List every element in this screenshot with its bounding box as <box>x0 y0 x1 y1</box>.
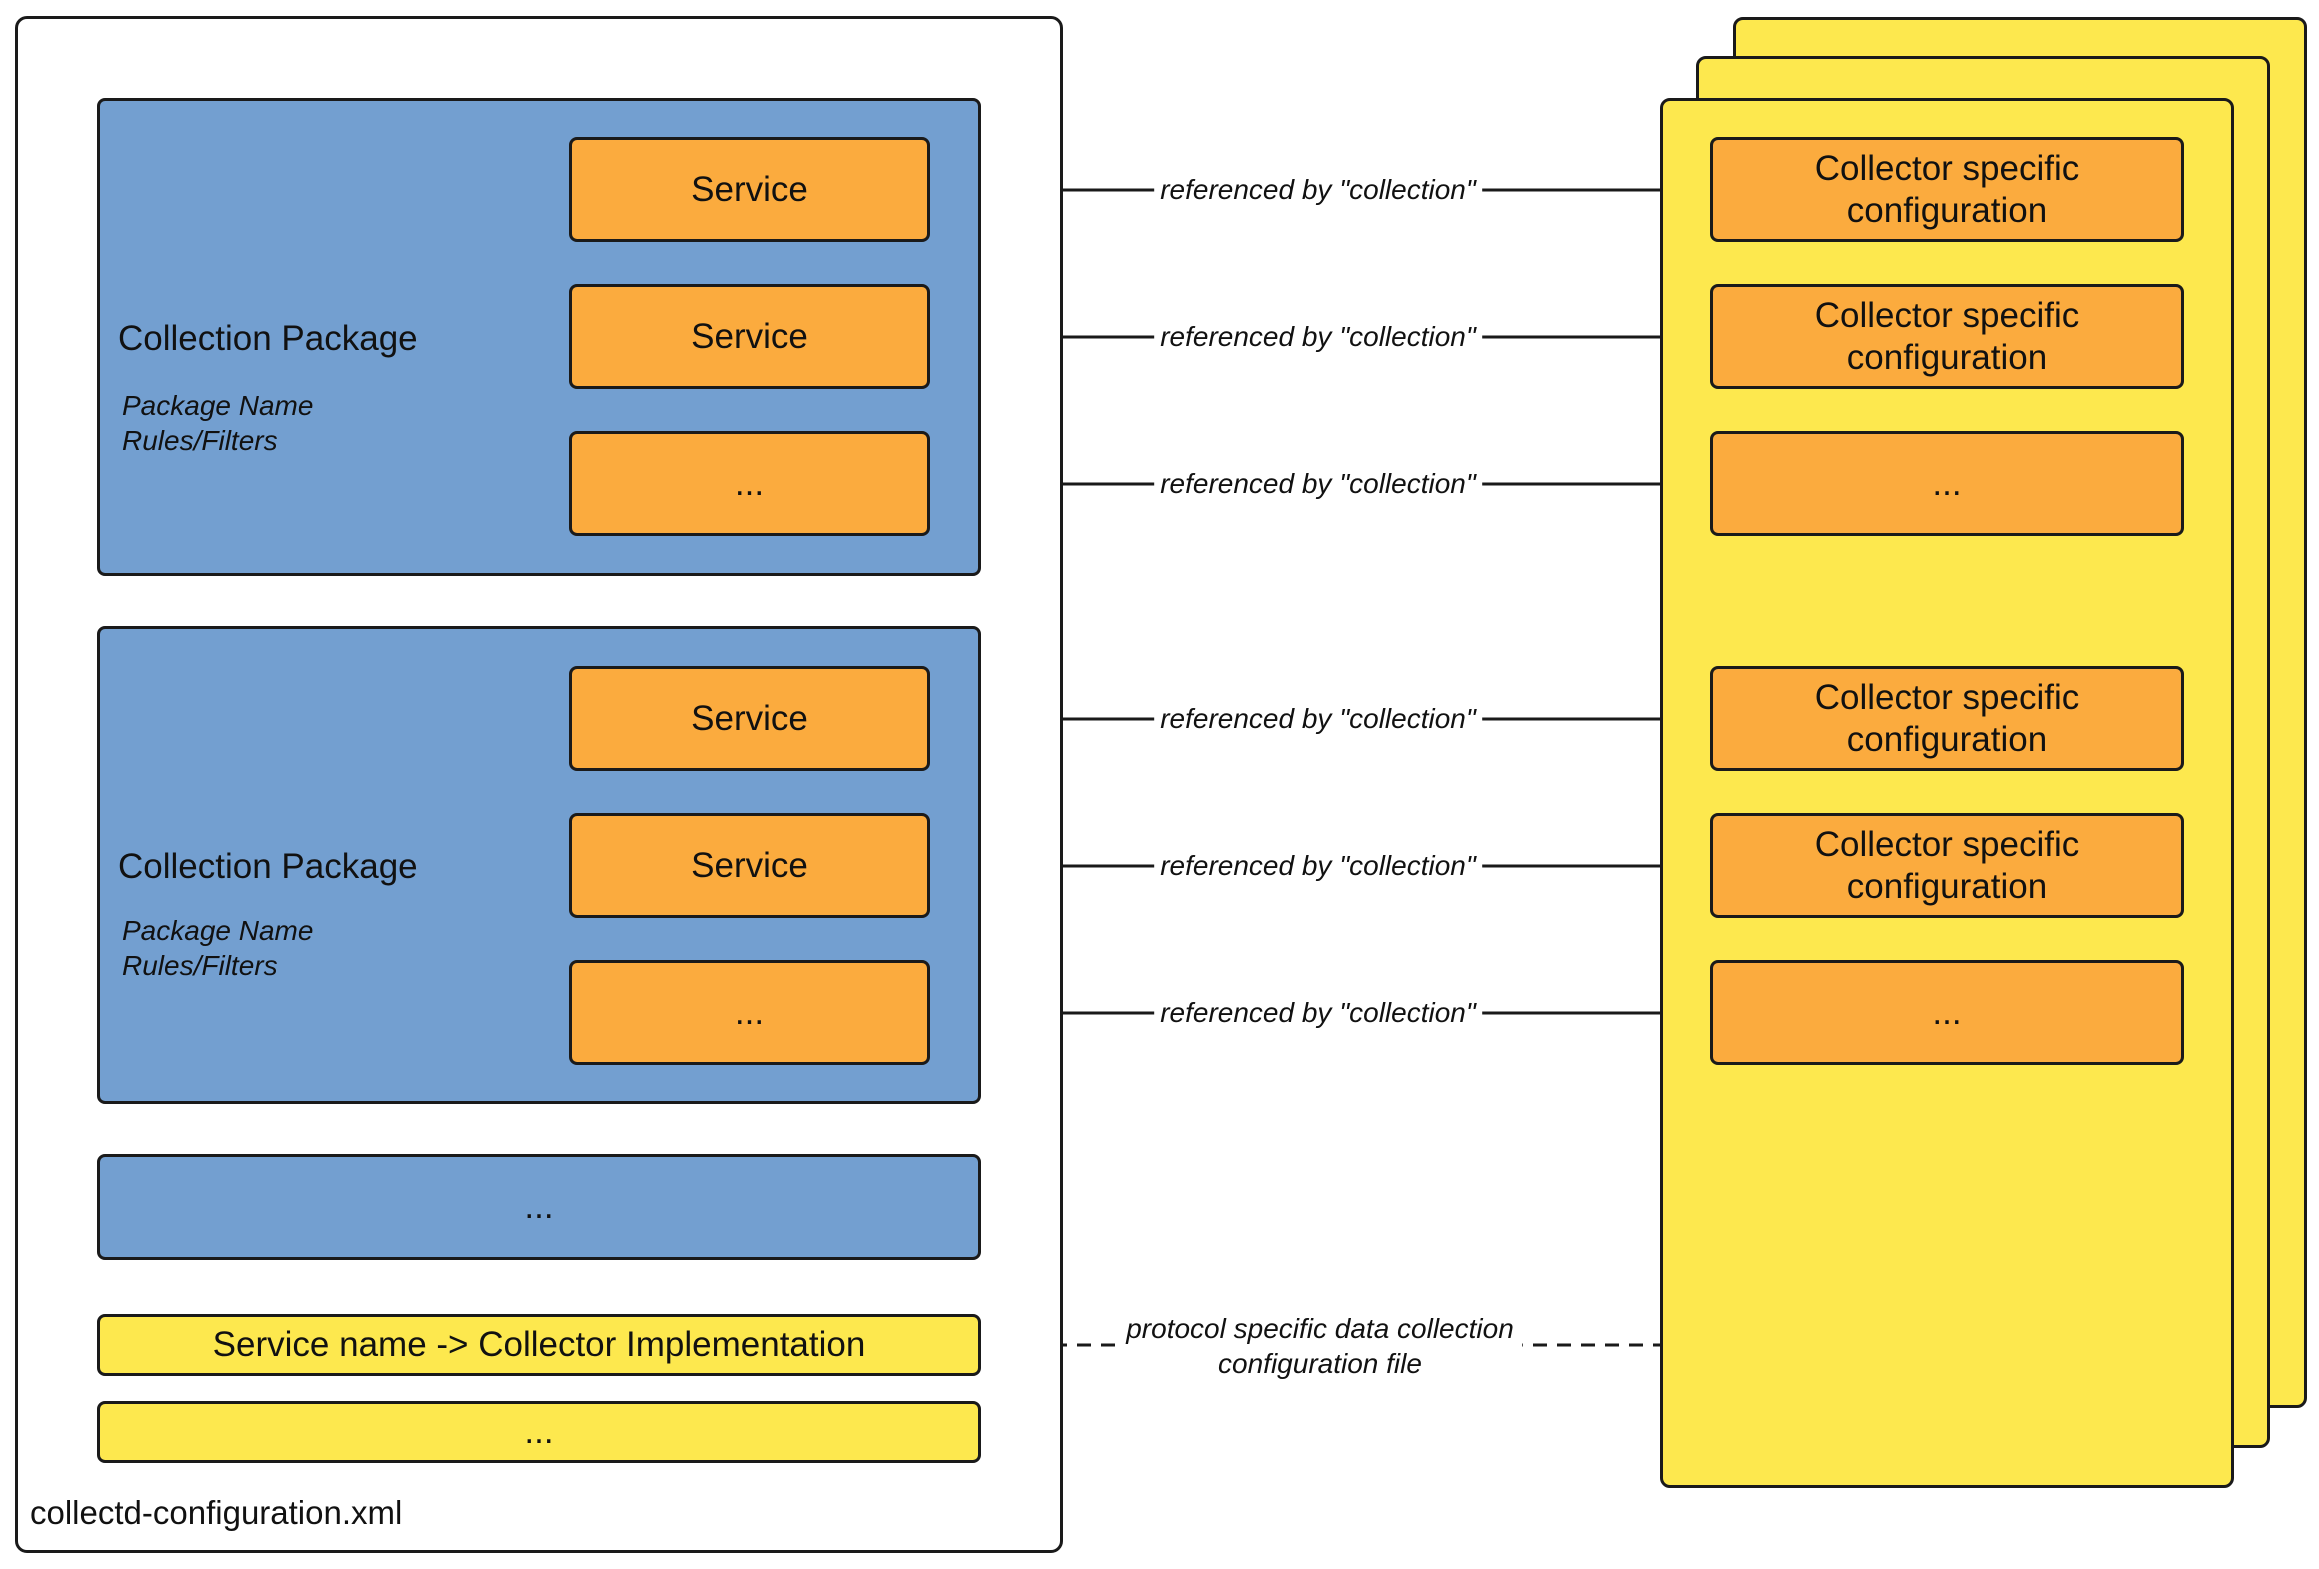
rules-filters-label: Rules/Filters <box>122 950 278 981</box>
dashed-label-line-1: protocol specific data collection <box>1126 1313 1514 1344</box>
package-title: Collection Package <box>118 847 418 886</box>
reference-label: referenced by "collection" <box>1154 468 1482 500</box>
rules-filters-label: Rules/Filters <box>122 425 278 456</box>
service-collector-mapping: Service name -> Collector Implementation <box>97 1314 981 1376</box>
service-box-more: ... <box>569 431 930 536</box>
reference-label: referenced by "collection" <box>1154 703 1482 735</box>
collector-config-box: Collector specific configuration <box>1710 666 2184 771</box>
package-name-label: Package Name <box>122 915 314 946</box>
collector-config-box-more: ... <box>1710 960 2184 1065</box>
service-box: Service <box>569 666 930 771</box>
more-packages-box: ... <box>97 1154 981 1260</box>
dashed-label-line-2: configuration file <box>1218 1348 1422 1379</box>
protocol-config-file-label: protocol specific data collection config… <box>1118 1311 1522 1381</box>
reference-label: referenced by "collection" <box>1154 850 1482 882</box>
file-name-label: collectd-configuration.xml <box>30 1494 403 1531</box>
collector-config-box: Collector specific configuration <box>1710 813 2184 918</box>
reference-label: referenced by "collection" <box>1154 997 1482 1029</box>
more-mappings-box: ... <box>97 1401 981 1463</box>
package-title: Collection Package <box>118 319 418 358</box>
collector-config-box: Collector specific configuration <box>1710 284 2184 389</box>
reference-label: referenced by "collection" <box>1154 174 1482 206</box>
service-box: Service <box>569 137 930 242</box>
package-name-label: Package Name <box>122 390 314 421</box>
collector-config-box: Collector specific configuration <box>1710 137 2184 242</box>
service-box-more: ... <box>569 960 930 1065</box>
service-box: Service <box>569 284 930 389</box>
reference-label: referenced by "collection" <box>1154 321 1482 353</box>
service-box: Service <box>569 813 930 918</box>
collector-config-box-more: ... <box>1710 431 2184 536</box>
